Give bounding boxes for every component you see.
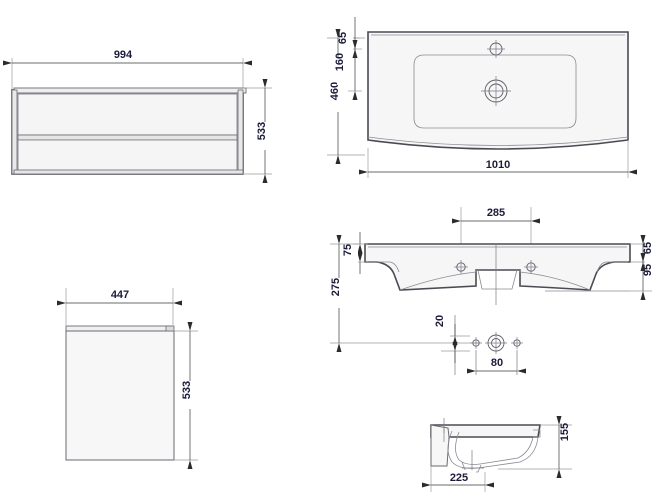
dimension-apron-75: 75	[342, 232, 368, 274]
dim-label-95-right: 95	[642, 264, 654, 276]
dim-label-994: 994	[114, 49, 133, 61]
view-basin-front-section: 285	[330, 205, 658, 375]
cabinet-side-body	[65, 325, 175, 461]
dim-label-447: 447	[111, 289, 129, 301]
dim-label-533-side: 533	[181, 381, 193, 399]
mounting-hole-left	[454, 260, 468, 274]
drain-detail-hole-right	[511, 337, 523, 349]
dimension-drain-spacing-80: 80	[467, 355, 526, 374]
dim-label-155: 155	[559, 423, 571, 441]
cabinet-front-body	[11, 87, 247, 175]
dimension-side-depth-225: 225	[422, 466, 494, 492]
dimension-drain-offset-20: 20	[434, 315, 470, 363]
dim-label-160-top: 160	[334, 53, 346, 71]
dimension-side-height-155: 155	[498, 416, 575, 478]
dimension-bracket-285: 285	[452, 205, 540, 247]
drain-hole-marker	[481, 76, 511, 106]
dimension-cabinet-depth: 447	[57, 287, 182, 325]
dim-label-1010: 1010	[486, 159, 510, 171]
view-basin-side-section: 155 225	[422, 416, 575, 492]
view-cabinet-front: 994 533	[3, 47, 272, 183]
tap-hole-marker	[487, 40, 505, 58]
dim-label-275: 275	[330, 278, 342, 296]
drain-detail-hole-left	[470, 337, 482, 349]
dimension-basin-width: 1010	[359, 140, 637, 178]
view-basin-top: 460 65 160	[327, 17, 637, 178]
view-cabinet-side: 447 533	[57, 287, 198, 469]
dim-label-533-front: 533	[256, 122, 268, 140]
dim-label-75: 75	[342, 244, 354, 256]
dim-label-20: 20	[434, 315, 446, 327]
basin-section-body	[364, 243, 631, 305]
dimension-drain-offset-160: 160	[334, 40, 362, 100]
dimension-basin-depth: 460	[327, 29, 365, 164]
dim-label-225: 225	[450, 472, 468, 484]
dim-label-65-top: 65	[337, 32, 349, 44]
dim-label-285: 285	[487, 207, 505, 219]
dim-label-80: 80	[491, 357, 503, 369]
dimension-tap-offset-65: 65	[337, 17, 362, 58]
dim-label-460: 460	[329, 82, 341, 100]
dimension-rim-65: 65	[630, 235, 658, 271]
basin-side-section-body	[430, 418, 541, 478]
dimension-cabinet-height: 533	[243, 79, 272, 183]
dimension-bowl-95: 95	[630, 253, 658, 300]
dimension-cabinet-width: 994	[3, 47, 252, 90]
basin-top-outline	[367, 31, 629, 150]
dim-label-65-right: 65	[642, 242, 654, 254]
mounting-hole-right	[524, 260, 538, 274]
dimension-cabinet-side-height: 533	[174, 322, 198, 469]
